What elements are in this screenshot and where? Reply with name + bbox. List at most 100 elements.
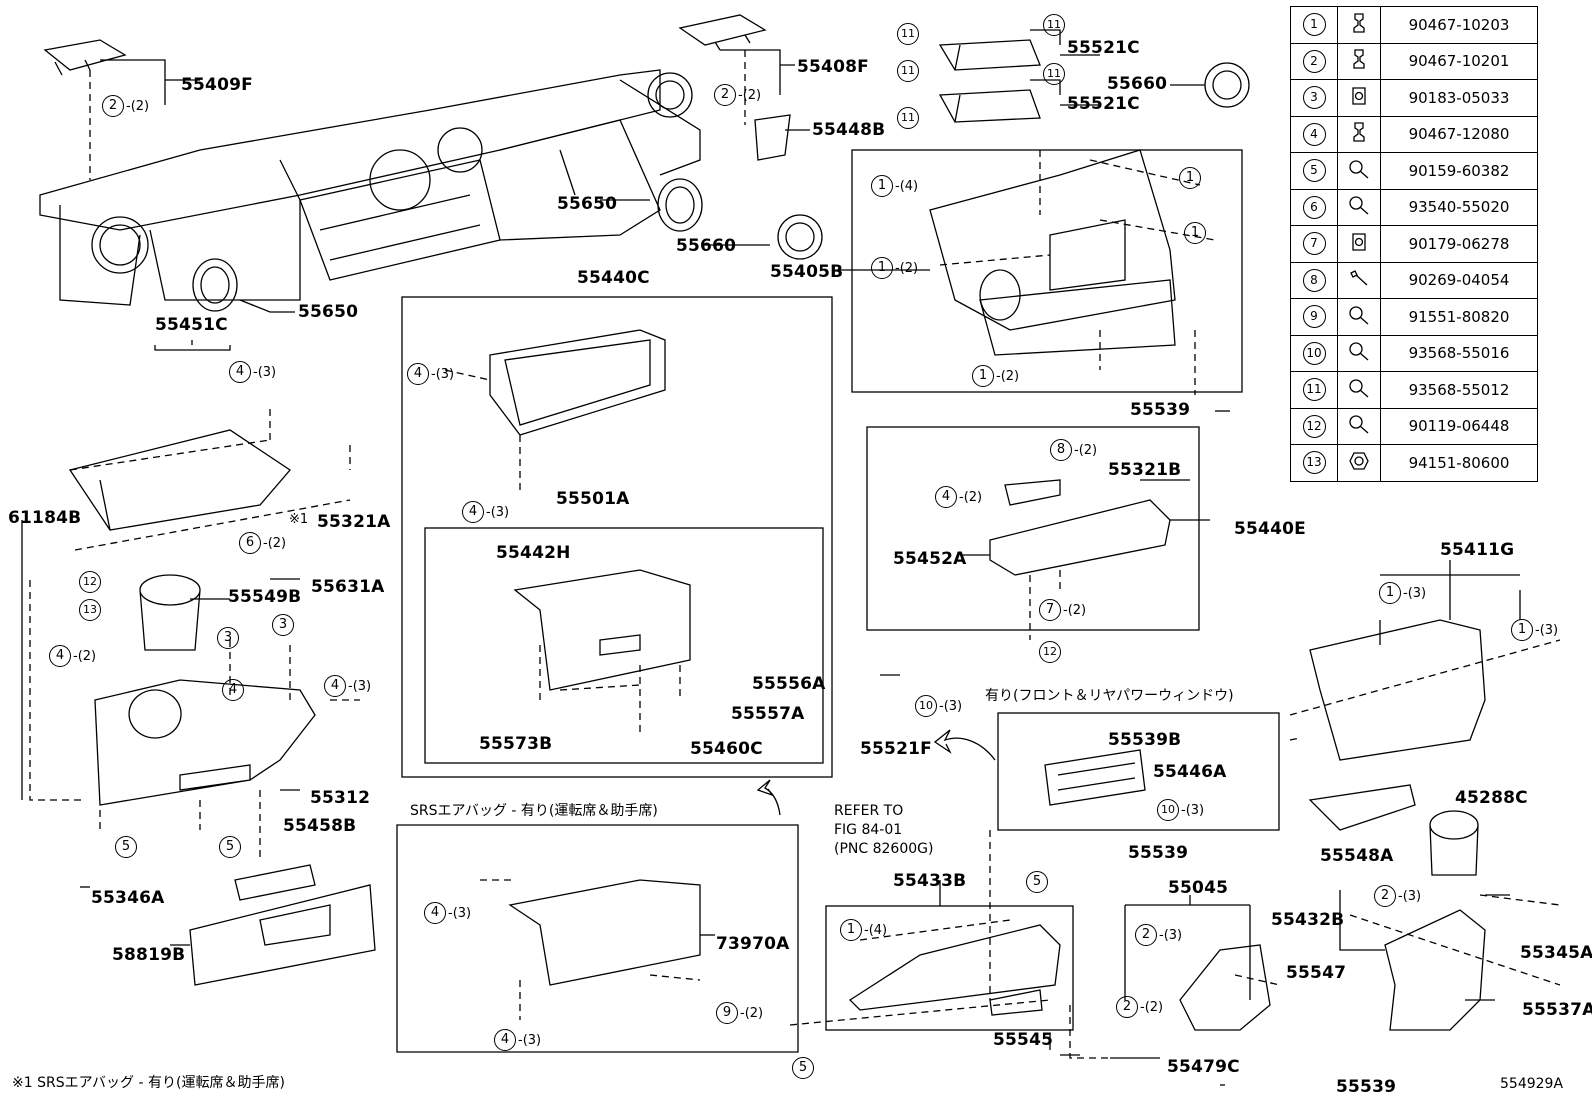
part-label-55479C: 55479C bbox=[1167, 1057, 1240, 1077]
part-label-55409F: 55409F bbox=[181, 75, 253, 95]
callout-marker: 1 bbox=[1184, 222, 1206, 244]
row-number: 10 bbox=[1302, 341, 1326, 365]
callout-marker: 2-(2) bbox=[1116, 996, 1163, 1018]
part-label-55549B: 55549B bbox=[228, 587, 302, 607]
callout-marker: 5 bbox=[792, 1057, 814, 1079]
callout-marker: 10-(3) bbox=[1157, 799, 1204, 821]
dashed-guides bbox=[29, 50, 1561, 1059]
part-label-55539B: 55539B bbox=[1108, 730, 1182, 750]
bracket-55448B bbox=[754, 114, 791, 161]
callout-marker: 4 bbox=[222, 679, 244, 701]
row-number-cell: 1 bbox=[1290, 6, 1338, 44]
box-55433B bbox=[825, 905, 1074, 1031]
vent-55650-center bbox=[657, 178, 703, 232]
figure-code: 554929A bbox=[1500, 1076, 1564, 1092]
cover-55408F bbox=[678, 14, 767, 51]
row-number: 2 bbox=[1302, 49, 1326, 73]
vent-55660-center bbox=[777, 214, 823, 260]
callout-marker: 7-(2) bbox=[1039, 599, 1086, 621]
box-55405B bbox=[851, 149, 1243, 393]
row-number-cell: 12 bbox=[1290, 407, 1338, 445]
part-number: 93568-55016 bbox=[1380, 334, 1538, 372]
part-label-55545: 55545 bbox=[993, 1030, 1054, 1050]
part-label-55446A: 55446A bbox=[1153, 762, 1227, 782]
part-label-45288C: 45288C bbox=[1455, 788, 1528, 808]
parts-table-row: 6 93540-55020 bbox=[1290, 188, 1538, 226]
part-label-55405B: 55405B bbox=[770, 262, 844, 282]
callout-marker: 6-(2) bbox=[239, 532, 286, 554]
lower-panel-55312 bbox=[94, 679, 316, 806]
callout-marker: 4-(3) bbox=[229, 361, 276, 383]
panel-55045 bbox=[1179, 944, 1271, 1031]
row-number-cell: 6 bbox=[1290, 188, 1338, 226]
nut-clip-icon bbox=[1337, 79, 1381, 117]
callout-marker: 9-(2) bbox=[716, 1002, 763, 1024]
clip-icon bbox=[1337, 42, 1381, 80]
part-label-55452A: 55452A bbox=[893, 549, 967, 569]
part-label-55521Cb: 55521C bbox=[1067, 94, 1140, 114]
lower-cover-55433B bbox=[848, 924, 1061, 1016]
callout-marker: 11 bbox=[897, 107, 919, 129]
callout-marker: 1-(3) bbox=[1511, 619, 1558, 641]
callout-marker: 5 bbox=[219, 836, 241, 858]
clip-icon bbox=[1337, 6, 1381, 44]
nut-icon bbox=[1337, 444, 1381, 482]
callout-marker: 4-(2) bbox=[49, 645, 96, 667]
instrument-panel-drawing bbox=[39, 69, 701, 306]
callout-marker: 4-(3) bbox=[324, 675, 371, 697]
callout-marker: 5 bbox=[115, 836, 137, 858]
part-number: 90183-05033 bbox=[1380, 79, 1538, 117]
center-cluster-panel bbox=[929, 149, 1176, 356]
trim-45288C bbox=[1308, 784, 1416, 831]
part-number: 93540-55020 bbox=[1380, 188, 1538, 226]
cover-55409F bbox=[43, 39, 127, 76]
part-label-55650a: 55650 bbox=[557, 194, 618, 214]
row-number: 8 bbox=[1302, 268, 1326, 292]
part-label-55521F: 55521F bbox=[860, 739, 932, 759]
lower-panel-55432B bbox=[1384, 909, 1486, 1031]
callout-marker: 1-(2) bbox=[972, 365, 1019, 387]
part-number: 90119-06448 bbox=[1380, 407, 1538, 445]
trim-55458B bbox=[234, 864, 316, 901]
row-number: 3 bbox=[1302, 86, 1326, 110]
part-number: 90467-10203 bbox=[1380, 6, 1538, 44]
part-label-55460C: 55460C bbox=[690, 739, 763, 759]
glovebox-door-55442H bbox=[513, 569, 691, 691]
part-label-55521Ca: 55521C bbox=[1067, 38, 1140, 58]
pin-icon bbox=[1337, 261, 1381, 299]
box-power-window bbox=[997, 712, 1280, 831]
part-number: 90269-04054 bbox=[1380, 261, 1538, 299]
part-label-55660a: 55660 bbox=[1107, 74, 1168, 94]
part-number: 91551-80820 bbox=[1380, 298, 1538, 336]
glovebox-door-73970A bbox=[508, 879, 701, 986]
cover-58819B bbox=[189, 884, 376, 986]
box-55440C bbox=[401, 296, 833, 778]
row-number-cell: 3 bbox=[1290, 79, 1338, 117]
row-number-cell: 11 bbox=[1290, 371, 1338, 409]
clip-icon bbox=[1337, 115, 1381, 153]
callout-marker: 10-(3) bbox=[915, 695, 962, 717]
part-label-55451C: 55451C bbox=[155, 315, 228, 335]
part-label-55548A: 55548A bbox=[1320, 846, 1394, 866]
parts-table-row: 12 90119-06448 bbox=[1290, 407, 1538, 445]
leader-lines bbox=[21, 29, 1521, 1086]
callout-marker: 2-(3) bbox=[1135, 924, 1182, 946]
parts-table-row: 1 90467-10203 bbox=[1290, 6, 1538, 44]
callout-marker: 5 bbox=[1026, 871, 1048, 893]
part-label-55345A: 55345A bbox=[1520, 943, 1592, 963]
part-label-55539a: 55539 bbox=[1130, 400, 1191, 420]
bracket-55451C bbox=[68, 429, 291, 531]
row-number: 11 bbox=[1302, 378, 1326, 402]
callout-marker: 11 bbox=[897, 60, 919, 82]
part-label-55650b: 55650 bbox=[298, 302, 359, 322]
arrow-to-box bbox=[756, 779, 781, 816]
part-label-73970A: 73970A bbox=[716, 934, 790, 954]
note-power-window: 有り(フロント＆リヤパワーウィンドウ) bbox=[985, 688, 1234, 704]
switch-panel-55446A bbox=[1044, 749, 1146, 806]
note-refer-line2: FIG 84-01 bbox=[834, 822, 903, 838]
screw-icon bbox=[1337, 298, 1381, 336]
part-number: 90159-60382 bbox=[1380, 152, 1538, 190]
